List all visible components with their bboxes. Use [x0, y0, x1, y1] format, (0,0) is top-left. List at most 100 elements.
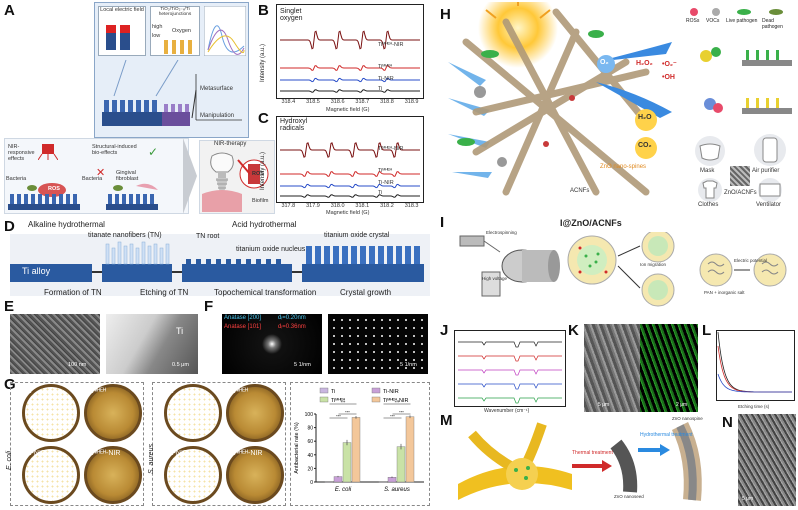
oxygen-label: Oxygen — [172, 28, 191, 34]
bar — [324, 481, 334, 483]
bacteria-label-1: Bacteria — [6, 176, 27, 182]
d-nucleus-label: titanium oxide nucleus — [236, 246, 306, 253]
panel-label-e: E — [4, 298, 15, 315]
d-acid-label: Acid hydrothermal — [232, 220, 297, 229]
g-saureus-tinir: Ti-NIR — [168, 450, 188, 457]
nir-lamp-icon — [38, 144, 58, 160]
h-spines: ZnO nano-spines — [600, 164, 647, 170]
c-epr-chart — [276, 116, 424, 203]
metasurface-diagram — [102, 60, 242, 126]
bacteria-label-2: Bacteria — [82, 176, 103, 182]
ros2-label: ROS — [252, 171, 264, 177]
i-spin-label: Electrospinning — [486, 230, 517, 235]
f-saed-image — [328, 314, 428, 374]
panel-label-l: L — [702, 322, 712, 339]
spectrum-inset — [204, 6, 246, 56]
b-xtick: 318.9 — [404, 99, 419, 105]
check-icon: ✓ — [148, 145, 159, 159]
panel-label-h: H — [440, 6, 451, 23]
d-alkaline-label: Alkaline hydrothermal — [28, 220, 105, 229]
m-fabrication-diagram — [458, 421, 702, 501]
e-tem-image — [106, 314, 198, 374]
panel-label-n: N — [722, 414, 733, 431]
g-plates-ecoli-frame — [10, 382, 144, 506]
b-spectrum-line — [280, 30, 420, 50]
c-ylabel: Intensity (a.u.) — [260, 151, 266, 190]
hetero-label: TiO₂/TiO₂₋ₓ/Ti heterojunctions — [158, 7, 192, 17]
b-series-3: Ti-NIR — [378, 76, 394, 82]
j-spectrum-line — [458, 383, 562, 390]
significance-label: *** — [399, 410, 404, 415]
bar — [405, 416, 415, 483]
i-title: I@ZnO/ACNFs — [560, 218, 622, 228]
legend-label: Ti-NIR — [383, 389, 399, 395]
k-scalebar-2: 2 μm — [676, 402, 688, 408]
j-spectrum-line — [458, 355, 562, 362]
c-xtick: 317.9 — [306, 203, 320, 209]
g-ecoli-label: E. coli — [6, 450, 13, 470]
g-saureus-label: S. aureus — [148, 444, 155, 474]
l-profile-line — [717, 373, 792, 393]
legend-swatch — [319, 387, 329, 394]
j-ftir-chart — [454, 330, 566, 407]
y-tick-label: 0 — [310, 480, 313, 486]
g-dish-ecoli-tinir — [22, 446, 80, 504]
d-alloy-label: Ti alloy — [22, 266, 51, 276]
ventilator-icon — [758, 178, 782, 202]
i-electrospinning-diagram — [459, 232, 787, 307]
h-legend-item: Live pathogen — [726, 18, 758, 24]
b-series-2: Tiᴹᴴᴱᴴ — [378, 64, 393, 70]
h-o2rad: •O₂⁻ — [662, 61, 677, 68]
c-xtick: 318.2 — [380, 203, 394, 209]
d-process-diagram — [10, 241, 424, 282]
b-spectrum-line — [280, 89, 420, 93]
bar — [333, 476, 343, 483]
clothes-icon — [698, 178, 722, 202]
d-tn-label: titanate nanofibers (TN) — [88, 232, 162, 239]
high-label: high — [152, 24, 163, 30]
mask-icon — [695, 136, 725, 166]
panel-label-k: K — [568, 322, 579, 339]
c-xticks: 317.8 317.9 318.0 318.1 318.2 318.3 — [276, 203, 424, 209]
significance-label: *** — [341, 400, 346, 405]
b-xticks: 318.4 318.5 318.6 318.7 318.8 318.9 — [276, 99, 424, 105]
n-scalebar: 5 μm — [742, 496, 754, 502]
h-pathogen-capture-icons — [700, 47, 792, 114]
b-xtick: 318.6 — [330, 99, 345, 105]
bar — [378, 481, 388, 483]
g-saureus-ti: Ti — [168, 388, 174, 395]
h-legend-item: VOCs — [706, 18, 720, 24]
g-dish-saureus-ti — [164, 384, 222, 442]
h-legend: ROSs VOCs Live pathogen Dead pathogen — [686, 6, 796, 30]
c-series-1: Tiᴹᴴᴱᴴ-NIR — [378, 146, 404, 152]
g-ecoli-ti: Ti — [26, 388, 32, 395]
legend-label: Tiᴹᴴᴱᴴ-NIR — [383, 397, 408, 404]
f-d2: dᵢ=0.36nm — [278, 324, 306, 330]
ros-label: ROS — [48, 186, 60, 192]
significance-label: *** — [395, 400, 400, 405]
g-dish-saureus-tinir — [164, 446, 222, 504]
chevron-right-icon — [183, 138, 197, 214]
b-xtick: 318.5 — [306, 99, 320, 105]
y-axis-label: Antibacterial rate (%) — [294, 422, 300, 474]
h-h2o: H₂O — [638, 114, 652, 121]
metasurface-label: Metasurface — [200, 86, 234, 92]
i-voltage-label: High voltage — [482, 276, 508, 281]
e-scalebar-1: 100 nm — [68, 362, 87, 368]
panel-label-b: B — [258, 2, 269, 19]
i-elec-label: Electric potential — [734, 258, 768, 263]
b-spectrum-line — [280, 77, 420, 83]
e-ti-label: Ti — [176, 326, 184, 336]
d-crystal-label: titanium oxide crystal — [324, 232, 390, 239]
f-scalebar-1: 5 1/nm — [294, 362, 311, 368]
l-depth-profile-chart — [716, 330, 795, 401]
zno-acnfs-label: ZnO/ACNFs — [724, 190, 757, 196]
d-root-label: TN root — [196, 233, 220, 240]
bar — [387, 477, 397, 483]
g-dish-saureus-timhenir — [226, 446, 284, 504]
y-tick-label: 40 — [307, 453, 313, 459]
c-spectrum-line — [280, 183, 420, 189]
g-dish-saureus-timhe — [226, 384, 284, 442]
g-chart-frame — [290, 382, 430, 506]
